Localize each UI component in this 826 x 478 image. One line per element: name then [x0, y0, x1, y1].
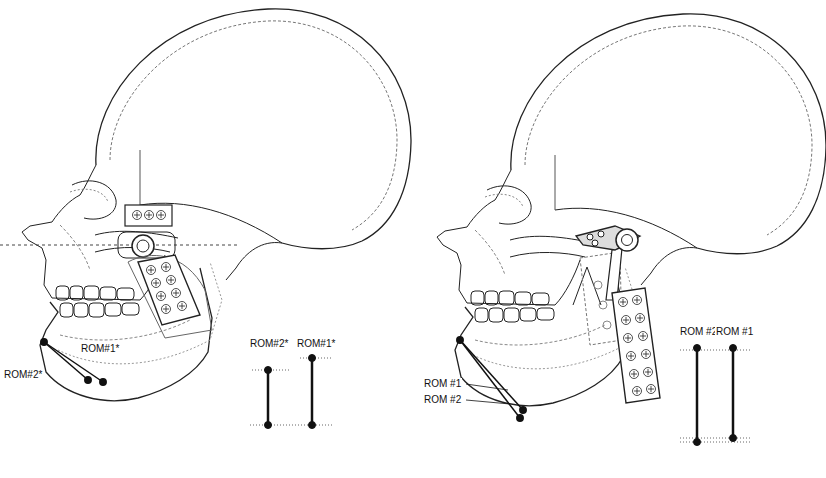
drawing-use [167, 276, 176, 285]
drawing-circle [594, 281, 602, 289]
drawing-use [633, 296, 642, 305]
drawing-circle [85, 377, 91, 383]
drawing-circle [694, 345, 701, 352]
rom-label: ROM #2 [423, 394, 462, 406]
drawing-circle [309, 355, 316, 362]
tmj-prosthesis [576, 226, 660, 403]
drawing-use [147, 266, 156, 275]
drawing-use [162, 263, 171, 272]
rom-measure [457, 337, 526, 421]
drawing-line [460, 340, 520, 418]
drawing-circle [622, 235, 633, 246]
drawing-line [696, 348, 699, 442]
drawing-use [647, 385, 656, 394]
drawing-circle [132, 235, 154, 257]
drawing-circle [265, 422, 272, 429]
drawing-use [133, 211, 142, 220]
rom-label: ROM#2* [3, 369, 43, 381]
drawing-line [460, 340, 523, 410]
drawing-circle [457, 337, 463, 343]
drawing-line [680, 438, 752, 439]
drawing-use [162, 305, 171, 314]
drawing-circle [265, 367, 272, 374]
drawing-use [157, 211, 166, 220]
drawing-use [624, 334, 633, 343]
drawing-line [250, 425, 334, 426]
drawing-circle [592, 240, 598, 246]
drawing-polygon [138, 255, 200, 325]
drawing-line [311, 358, 314, 425]
rom-bar [250, 355, 334, 429]
drawing-use [622, 316, 631, 325]
drawing-circle [616, 229, 638, 251]
drawing-use [636, 314, 645, 323]
drawing-use [644, 368, 653, 377]
drawing-line [680, 350, 752, 351]
drawing-line [466, 400, 510, 404]
drawing-circle [694, 439, 701, 446]
drawing-polygon [612, 288, 660, 403]
drawing-circle [587, 234, 593, 240]
drawing-circle [599, 301, 607, 309]
drawing-use [157, 292, 166, 301]
drawing-line [267, 370, 270, 425]
rom-label: ROM #1 [715, 326, 754, 338]
drawing-rect [125, 205, 172, 226]
drawing-use [627, 352, 636, 361]
drawing-circle [517, 415, 523, 421]
drawing-use [619, 298, 628, 307]
rom-label: ROM#1* [296, 338, 336, 350]
drawing-use [642, 350, 651, 359]
drawing-use [152, 279, 161, 288]
rom-bar [680, 345, 752, 446]
drawing-polygon [576, 226, 640, 250]
drawing-circle [603, 321, 611, 329]
drawing-use [630, 370, 639, 379]
rom-label: ROM #2 [679, 326, 718, 338]
reference-line [0, 245, 240, 246]
drawing-use [633, 387, 642, 396]
skull-outline [22, 9, 411, 401]
drawing-circle [598, 231, 604, 237]
skull-outline [437, 14, 826, 406]
drawing-use [639, 332, 648, 341]
drawing-circle [309, 422, 316, 429]
drawing-circle [730, 435, 737, 442]
drawing-use [172, 289, 181, 298]
drawing-use [145, 211, 154, 220]
drawing-circle [41, 339, 47, 345]
drawing-line [680, 442, 752, 443]
drawing-circle [137, 240, 149, 252]
rom-label: ROM#2* [249, 338, 289, 350]
rom-label: ROM#1* [80, 343, 120, 355]
rom-label: ROM #1 [423, 378, 462, 390]
drawing-use [178, 302, 187, 311]
drawing-circle [730, 345, 737, 352]
drawing-line [732, 348, 735, 438]
drawing-circle [100, 379, 106, 385]
drawing-path [128, 255, 212, 338]
tmj-prosthesis [118, 205, 212, 338]
drawing-circle [520, 407, 526, 413]
drawing-line [466, 384, 508, 390]
drawing-rect [118, 232, 175, 258]
